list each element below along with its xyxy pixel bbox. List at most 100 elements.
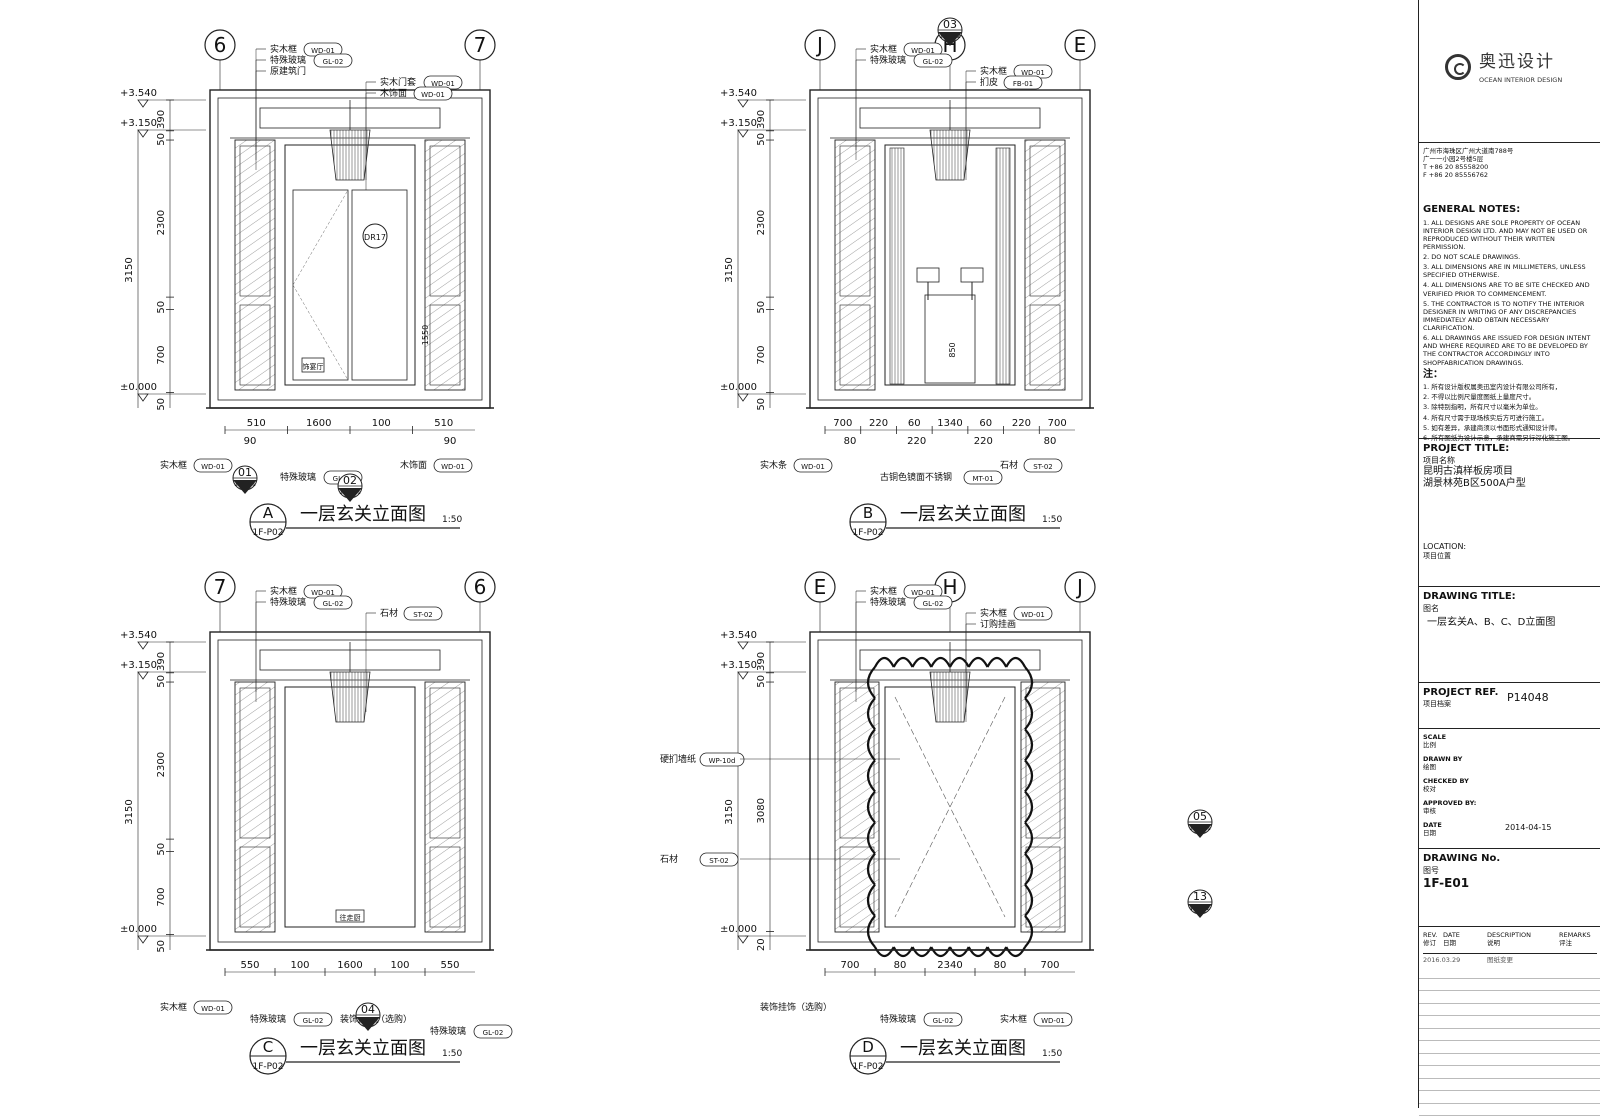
revision-row: 2016.03.29 图纸变更	[1423, 953, 1597, 966]
date-header-cn: 日期	[1443, 939, 1456, 947]
general-note: 2. DO NOT SCALE DRAWINGS.	[1423, 253, 1521, 261]
material-tag	[913, 595, 953, 610]
material-tag	[963, 470, 1003, 485]
dimension-text: 90	[444, 436, 457, 447]
material-tag	[913, 53, 953, 68]
glass-panel	[1024, 139, 1066, 391]
dimension-text: 100	[290, 960, 309, 971]
axis-label: J	[815, 33, 823, 57]
level-symbol	[737, 671, 749, 680]
callout-label: 古铜色镜面不锈钢	[880, 471, 952, 483]
line	[894, 696, 1006, 918]
dimension-text: 700	[1048, 418, 1067, 429]
field-value: 2014-04-15	[1505, 823, 1552, 832]
level-symbol	[737, 641, 749, 650]
callout-label: 特殊玻璃	[870, 54, 906, 66]
notes-cn-title: 注：	[1423, 368, 1443, 380]
project-title-line: 昆明古滇样板房项目	[1423, 465, 1513, 477]
project-ref-cn-label: 项目档案	[1423, 699, 1451, 708]
callout-label: 订购挂画	[980, 618, 1016, 630]
glass-panel	[1020, 681, 1066, 933]
dimension-text: 2300	[156, 210, 167, 235]
material-code: WD-01	[441, 463, 465, 471]
material-tag	[473, 1024, 513, 1039]
level-symbol	[137, 671, 149, 680]
company-name-en: OCEAN INTERIOR DESIGN	[1479, 76, 1563, 84]
dimension-text: 510	[247, 418, 266, 429]
material-code: GL-02	[323, 600, 344, 608]
project-title-cn-label: 项目名称	[1423, 455, 1455, 465]
general-note: 3. ALL DIMENSIONS ARE IN MILLIMETERS, UN…	[1423, 263, 1586, 280]
material-code: WD-01	[1041, 1017, 1065, 1025]
callout-label: 实木框	[980, 65, 1007, 77]
detail-number: 02	[343, 474, 357, 487]
view-letter: C	[263, 1038, 273, 1056]
dimension-text: 50	[756, 675, 767, 688]
dimension-text: 90	[244, 436, 257, 447]
dimension-text: 510	[434, 418, 453, 429]
elevation-view-b: 850JHE+3.540+3.150±0.0003905023005070050…	[720, 17, 1096, 541]
address-section: 广州市海珠区广州大道南788号 广一一小园2号楼5层 T +86 20 8555…	[1419, 142, 1600, 200]
general-notes-title: GENERAL NOTES:	[1423, 204, 1521, 215]
detail-arrow	[338, 488, 362, 502]
revision-description: 图纸变更	[1487, 956, 1513, 964]
callout-label: 木饰面	[400, 459, 427, 471]
glass-panel	[424, 139, 466, 391]
material-tag	[1023, 458, 1063, 473]
glass-panel-inner	[429, 304, 461, 386]
dimension-text: 390	[756, 652, 767, 671]
material-code: ST-02	[413, 611, 433, 619]
company-logo: 奥迅设计 OCEAN INTERIOR DESIGN	[1445, 52, 1595, 92]
drawing-no-label: DRAWING No.	[1423, 853, 1501, 864]
material-code: GL-02	[923, 58, 944, 66]
location-section: LOCATION: 项目位置	[1419, 538, 1600, 586]
level-value: ±0.000	[720, 924, 757, 935]
dimension-text: 220	[907, 436, 926, 447]
material-tag	[433, 458, 473, 473]
glass-panel	[234, 681, 276, 933]
material-code: ST-02	[1033, 463, 1053, 471]
dimension-text: 80	[894, 960, 907, 971]
material-tag	[293, 1012, 333, 1027]
material-code: GL-02	[933, 1017, 954, 1025]
project-ref-value: P14048	[1507, 691, 1549, 704]
glass-panel	[424, 681, 466, 933]
material-tag	[923, 1012, 963, 1027]
address-line: T +86 20 85558200	[1423, 163, 1489, 172]
glass-panel-inner	[1029, 145, 1061, 297]
description-header: DESCRIPTION	[1487, 931, 1531, 939]
general-note: 4. ALL DIMENSIONS ARE TO BE SITE CHECKED…	[1423, 281, 1590, 298]
project-ref-section: PROJECT REF. 项目档案 P14048	[1419, 682, 1600, 728]
view-title: 一层玄关立面图	[300, 1038, 426, 1059]
callout-label: 石材	[660, 853, 678, 865]
project-title-line: 湖景林苑B区500A户型	[1423, 478, 1526, 489]
detail-number: 03	[943, 18, 957, 31]
address-line: 广一一小园2号楼5层	[1423, 155, 1484, 164]
glass-panel-inner	[239, 687, 271, 839]
note-cn: 4. 所有尺寸需于现场核实后方可进行施工。	[1423, 413, 1549, 422]
detail-arrow	[1188, 824, 1212, 838]
level-symbol	[737, 393, 749, 402]
opening-frame	[284, 686, 416, 928]
level-value: +3.150	[120, 660, 157, 671]
company-name-cn: 奥迅设计	[1479, 52, 1555, 72]
dimension-text: 3150	[124, 257, 135, 282]
address-line: 广州市海珠区广州大道南788号	[1423, 147, 1514, 155]
view-title: 一层玄关立面图	[900, 1038, 1026, 1059]
location-cn-label: 项目位置	[1423, 552, 1451, 560]
material-tag	[793, 458, 833, 473]
material-code: WD-01	[911, 589, 935, 597]
callout-label: 实木框	[160, 1001, 187, 1013]
material-tag	[313, 53, 353, 68]
dimension-text: 20	[756, 938, 767, 951]
field-label: APPROVED BY:	[1423, 799, 1477, 807]
niche-frame	[884, 144, 1016, 386]
dimension-text: 50	[156, 301, 167, 314]
dimension-text: 700	[840, 960, 859, 971]
field-label: SCALE	[1423, 733, 1447, 741]
level-symbol	[737, 129, 749, 138]
dimension-text: 550	[440, 960, 459, 971]
axis-label: 6	[474, 575, 487, 599]
axis-label: 7	[474, 33, 487, 57]
